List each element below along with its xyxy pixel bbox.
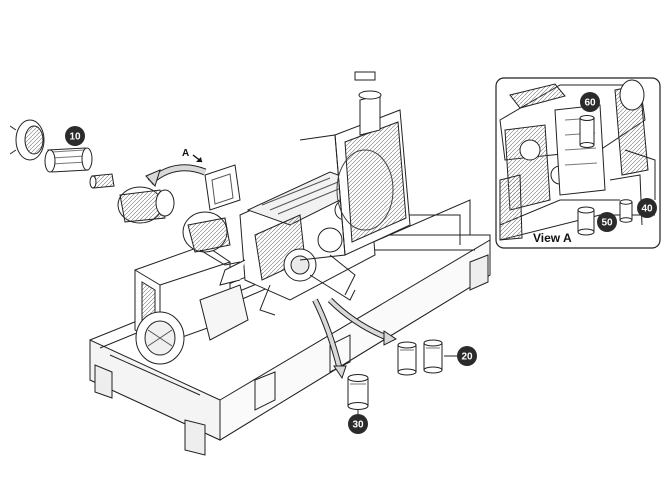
svg-text:10: 10 bbox=[69, 132, 81, 143]
inset-filter-40 bbox=[619, 199, 633, 223]
callout-40: 40 bbox=[637, 198, 657, 218]
callout-10: 10 bbox=[65, 126, 85, 146]
view-a-inset: 60 50 40 View A bbox=[495, 77, 661, 249]
radiator bbox=[299, 71, 411, 261]
svg-text:50: 50 bbox=[601, 218, 613, 229]
svg-text:20: 20 bbox=[461, 352, 473, 363]
callout-50: 50 bbox=[597, 212, 617, 232]
callout-60: 60 bbox=[580, 92, 600, 112]
svg-text:30: 30 bbox=[352, 420, 364, 431]
callout-30: 30 bbox=[348, 414, 368, 434]
view-a-marker: A bbox=[182, 148, 203, 163]
fuel-filter-pair bbox=[397, 339, 458, 376]
filter-arrows bbox=[312, 297, 397, 380]
explode-arrow bbox=[145, 164, 207, 187]
view-a-caption: View A bbox=[533, 231, 572, 245]
oil-filter bbox=[347, 374, 369, 416]
svg-text:60: 60 bbox=[584, 98, 596, 109]
view-a-marker-label: A bbox=[182, 148, 189, 159]
callout-20: 20 bbox=[457, 346, 477, 366]
air-intake-assembly bbox=[9, 119, 241, 266]
base-frame bbox=[89, 199, 491, 456]
svg-text:40: 40 bbox=[641, 204, 653, 215]
inset-filter-60 bbox=[579, 115, 595, 148]
inset-filter-50 bbox=[577, 206, 595, 236]
alternator bbox=[134, 244, 249, 365]
